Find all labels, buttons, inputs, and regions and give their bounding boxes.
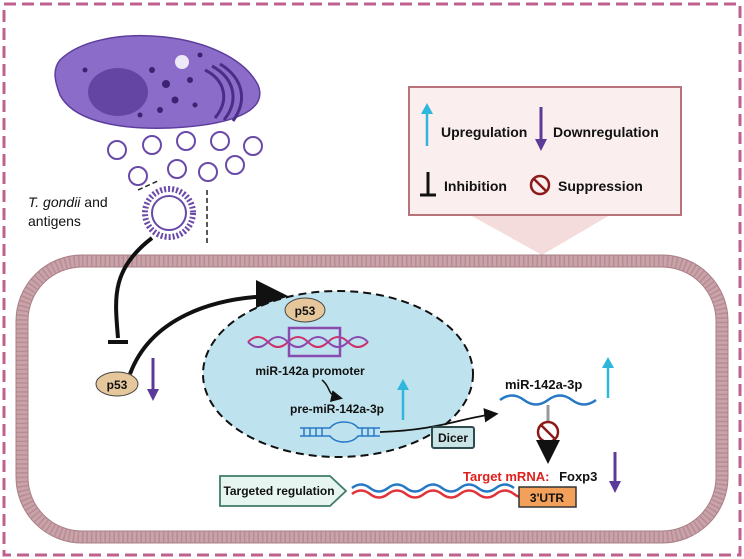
p53-cytoplasm [95, 371, 139, 397]
legend-prohibition-icon [529, 174, 551, 196]
legend-down-arrow-icon [535, 107, 547, 151]
targeted-regulation-label: Targeted regulation [223, 484, 334, 498]
utr-label: 3'UTR [530, 491, 565, 505]
dicer-label: Dicer [438, 431, 468, 445]
tgondii-parasite [54, 35, 261, 129]
p53-nucleus-label: p53 [295, 304, 316, 318]
parasite-apicoplast [204, 62, 243, 122]
legend-pointer [470, 215, 610, 255]
targeted-regulation-arrow [219, 475, 348, 507]
legend-inhibition-bar-icon [420, 172, 436, 197]
legend-suppression-label: Suppression [558, 178, 643, 194]
parasite-nucleus [88, 68, 148, 116]
mrna-strand-blue [351, 483, 515, 493]
p53-translocation-arrow [128, 280, 288, 375]
pre-mirna-label: pre-miR-142a-3p [290, 402, 384, 416]
mature-mirna-strand [499, 394, 597, 406]
legend-downregulation-label: Downregulation [553, 124, 659, 140]
antigen-vesicles [107, 131, 263, 186]
target-prefix: Target mRNA: [463, 469, 549, 484]
inhibition-path [114, 236, 154, 339]
endocytic-vesicle [137, 179, 208, 243]
promoter-box [287, 326, 342, 358]
promoter-dna [247, 326, 369, 358]
promoter-label: miR-142a promoter [255, 364, 365, 378]
suppression-prohibition-icon [536, 420, 560, 444]
legend-upregulation-label: Upregulation [441, 124, 527, 140]
p53-nucleus [284, 297, 326, 323]
legend-box [408, 86, 682, 216]
transcription-arrow [321, 379, 343, 402]
target-gene: Foxp3 [559, 469, 597, 484]
cell-membrane [15, 254, 729, 544]
pre-mirna-up-arrow-icon [397, 379, 409, 420]
mirna-up-arrow-icon [602, 357, 614, 398]
antigens-label: antigens [28, 213, 81, 229]
nucleus [202, 290, 474, 458]
tgondii-label: T. gondii and [28, 194, 108, 210]
utr-box [518, 486, 577, 508]
pre-mirna-hairpin [300, 421, 380, 443]
legend: Upregulation Downregulation Inhibition S… [408, 86, 682, 255]
legend-inhibition-label: Inhibition [444, 178, 507, 194]
mirna-label: miR-142a-3p [505, 377, 582, 392]
legend-up-arrow-icon [421, 103, 433, 146]
tgondii-italic: T. gondii [28, 194, 81, 210]
target-label: Target mRNA: Foxp3 [463, 469, 597, 484]
export-arrow [379, 408, 499, 433]
tgondii-and: and [80, 194, 107, 210]
p53-down-arrow-icon [147, 358, 159, 401]
dicer-box [431, 426, 475, 449]
p53-cytoplasm-label: p53 [107, 378, 128, 392]
foxp3-down-arrow-icon [609, 452, 621, 493]
